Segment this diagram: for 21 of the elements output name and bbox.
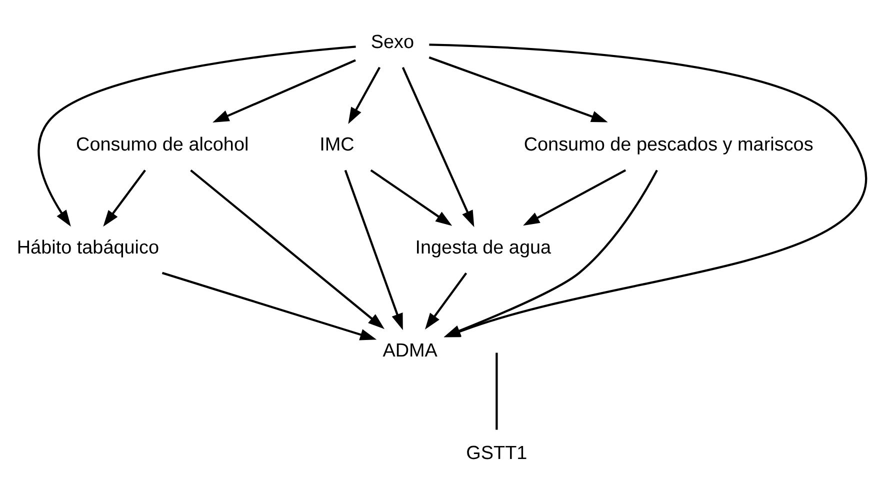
arrow [162,271,377,340]
arrow [370,168,452,226]
arrow [523,168,626,226]
arrow [190,168,385,329]
node-text: Ingesta de agua [415,237,552,258]
node-text: ADMA [382,340,438,361]
arrow [212,58,356,122]
connector [496,352,498,430]
node-text: Hábito tabáquico [16,237,160,258]
arrow [425,272,468,330]
arrow [402,66,474,227]
arrow [38,45,356,226]
node-text: GSTT1 [466,442,528,464]
arrow [103,169,146,226]
arrow [428,56,608,122]
node-text: Consumo de alcohol [76,134,249,156]
node-text: Sexo [370,31,414,52]
node-text: IMC [320,134,354,156]
arrow [344,169,403,330]
arrow [348,66,381,124]
node-text: Consumo de pescados y mariscos [524,134,814,156]
